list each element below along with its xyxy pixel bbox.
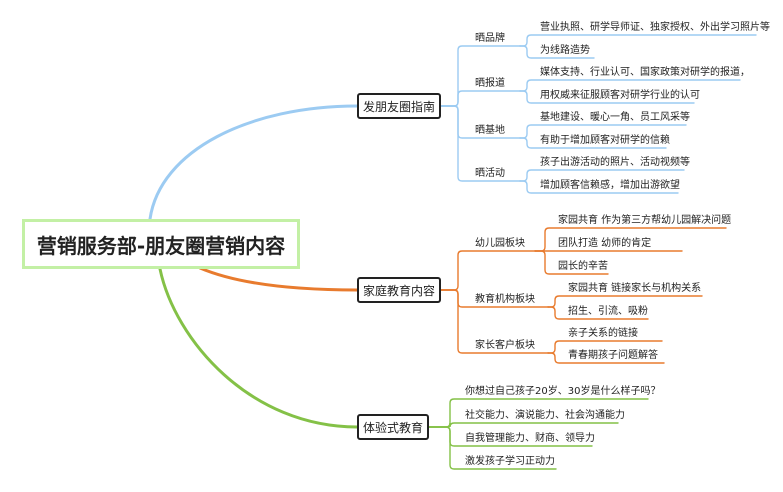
leaf-label[interactable]: 家园共育 链接家长与机构关系 bbox=[568, 283, 702, 294]
branch-line-green bbox=[158, 267, 359, 429]
leaf-label[interactable]: 营业执照、研学导师证、独家授权、外出学习照片等 bbox=[540, 22, 770, 33]
subtopic-label[interactable]: 幼儿园板块 bbox=[475, 238, 525, 249]
leaf-label[interactable]: 青春期孩子问题解答 bbox=[568, 350, 658, 361]
subtopic-line-blue bbox=[440, 105, 521, 182]
leaf-line-orange bbox=[547, 306, 649, 320]
leaf-label[interactable]: 有助于增加顾客对研学的信赖 bbox=[540, 135, 670, 146]
leaf-label[interactable]: 团队打造 幼师的肯定 bbox=[558, 238, 652, 249]
leaf-label[interactable]: 招生、引流、吸粉 bbox=[568, 306, 648, 317]
branch-line-orange bbox=[198, 266, 359, 292]
branch-label: 发朋友圈指南 bbox=[362, 99, 435, 114]
leaf-line-green bbox=[428, 426, 557, 470]
leaf-line-blue bbox=[519, 90, 695, 104]
leaf-label[interactable]: 园长的辛苦 bbox=[558, 261, 608, 272]
leaf-label[interactable]: 亲子关系的链接 bbox=[568, 328, 638, 339]
leaf-label[interactable]: 社交能力、演说能力、社会沟通能力 bbox=[465, 410, 625, 421]
leaf-label[interactable]: 激发孩子学习正动力 bbox=[465, 456, 555, 467]
leaf-label[interactable]: 媒体支持、行业认可、国家政策对研学的报道， bbox=[540, 67, 750, 78]
subtopic-label[interactable]: 晒活动 bbox=[475, 168, 505, 179]
subtopic-line-orange bbox=[440, 250, 536, 291]
leaf-line-green bbox=[428, 422, 619, 428]
leaf-label[interactable]: 自我管理能力、财商、领导力 bbox=[465, 433, 595, 444]
leaf-line-orange bbox=[534, 250, 609, 275]
subtopic-line-blue bbox=[440, 90, 521, 107]
subtopic-line-orange bbox=[440, 289, 549, 354]
branch-label: 体验式教育 bbox=[362, 420, 423, 435]
leaf-label[interactable]: 为线路造势 bbox=[540, 45, 590, 56]
leaf-line-blue bbox=[519, 137, 667, 149]
subtopic-label[interactable]: 教育机构板块 bbox=[475, 294, 535, 305]
branch-label: 家庭教育内容 bbox=[362, 283, 435, 298]
leaf-line-orange bbox=[547, 352, 665, 364]
branch-line-blue bbox=[148, 104, 359, 221]
subtopic-label[interactable]: 晒报道 bbox=[475, 78, 505, 89]
leaf-label[interactable]: 孩子出游活动的照片、活动视频等 bbox=[540, 157, 690, 168]
leaf-label[interactable]: 基地建设、暖心一角、员工风采等 bbox=[540, 112, 690, 123]
subtopic-line-blue bbox=[440, 45, 521, 107]
branch-node-family-education[interactable]: 家庭教育内容 bbox=[357, 277, 441, 303]
branch-node-experiential-education[interactable]: 体验式教育 bbox=[357, 414, 429, 440]
root-node[interactable]: 营销服务部-朋友圈营销内容 bbox=[22, 219, 300, 269]
leaf-line-blue bbox=[519, 180, 679, 194]
leaf-label[interactable]: 家园共育 作为第三方帮幼儿园解决问题 bbox=[558, 215, 732, 226]
leaf-label[interactable]: 用权威来征服顾客对研学行业的认可 bbox=[540, 90, 700, 101]
subtopic-label[interactable]: 晒品牌 bbox=[475, 33, 505, 44]
root-label: 营销服务部-朋友圈营销内容 bbox=[36, 233, 286, 258]
subtopic-label[interactable]: 家长客户板块 bbox=[475, 340, 535, 351]
subtopic-label[interactable]: 晒基地 bbox=[475, 125, 505, 136]
leaf-line-blue bbox=[519, 45, 595, 59]
leaf-label[interactable]: 你想过自己孩子20岁、30岁是什么样子吗？ bbox=[465, 386, 661, 397]
leaf-label[interactable]: 增加顾客信赖感，增加出游欲望 bbox=[540, 180, 680, 191]
branch-node-friends-circle-guide[interactable]: 发朋友圈指南 bbox=[357, 93, 441, 119]
